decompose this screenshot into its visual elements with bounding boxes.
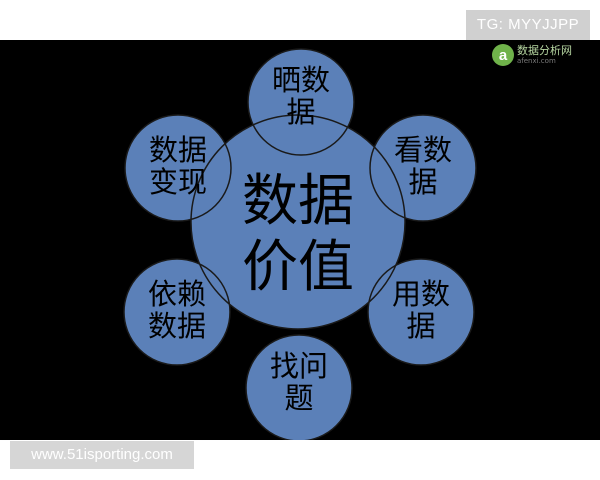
node-top-line2: 据 [286,95,315,129]
node-circle-bottom [246,335,352,440]
data-value-diagram: 数据 价值 晒数 据 看数 据 用数 据 找问 题 依赖 数据 数据 变现 [123,48,477,440]
node-outline-lower-right [367,258,475,366]
node-lower-left-line1: 依赖 [148,277,206,311]
node-outline-lower-left [123,258,231,366]
node-outline-upper-right [369,114,477,222]
afenxi-logo-icon: a [492,44,514,66]
node-upper-right-line1: 看数 [394,133,452,167]
center-label-line1: 数据 [242,169,354,234]
node-outline-top [247,48,355,156]
node-upper-right-line2: 据 [408,165,437,199]
node-bottom-line2: 题 [284,381,313,415]
center-circle [190,114,406,330]
center-label-line2: 价值 [242,235,354,300]
node-lower-right-line1: 用数 [392,277,450,311]
logo-site-name: 数据分析网 [517,44,572,57]
node-outline-bottom [245,334,353,440]
node-outline-upper-left [124,114,232,222]
node-circle-lower-left [124,259,230,365]
diagram-panel: 数据 价值 晒数 据 看数 据 用数 据 找问 题 依赖 数据 数据 变现 [0,40,600,440]
node-upper-left-line2: 变现 [149,165,207,199]
tg-watermark: TG: MYYJJPP [466,10,590,40]
node-bottom-line1: 找问 [270,349,328,383]
source-url-watermark: www.51isporting.com [10,441,194,469]
logo-text: 数据分析网 afenxi.com [517,45,572,65]
node-lower-right-line2: 据 [406,309,435,343]
node-lower-left-line2: 数据 [148,309,206,343]
node-circle-lower-right [368,259,474,365]
node-top-line1: 晒数 [272,63,330,97]
site-logo: a 数据分析网 afenxi.com [492,42,596,68]
logo-site-url: afenxi.com [517,57,556,65]
node-upper-left-line1: 数据 [149,133,207,167]
